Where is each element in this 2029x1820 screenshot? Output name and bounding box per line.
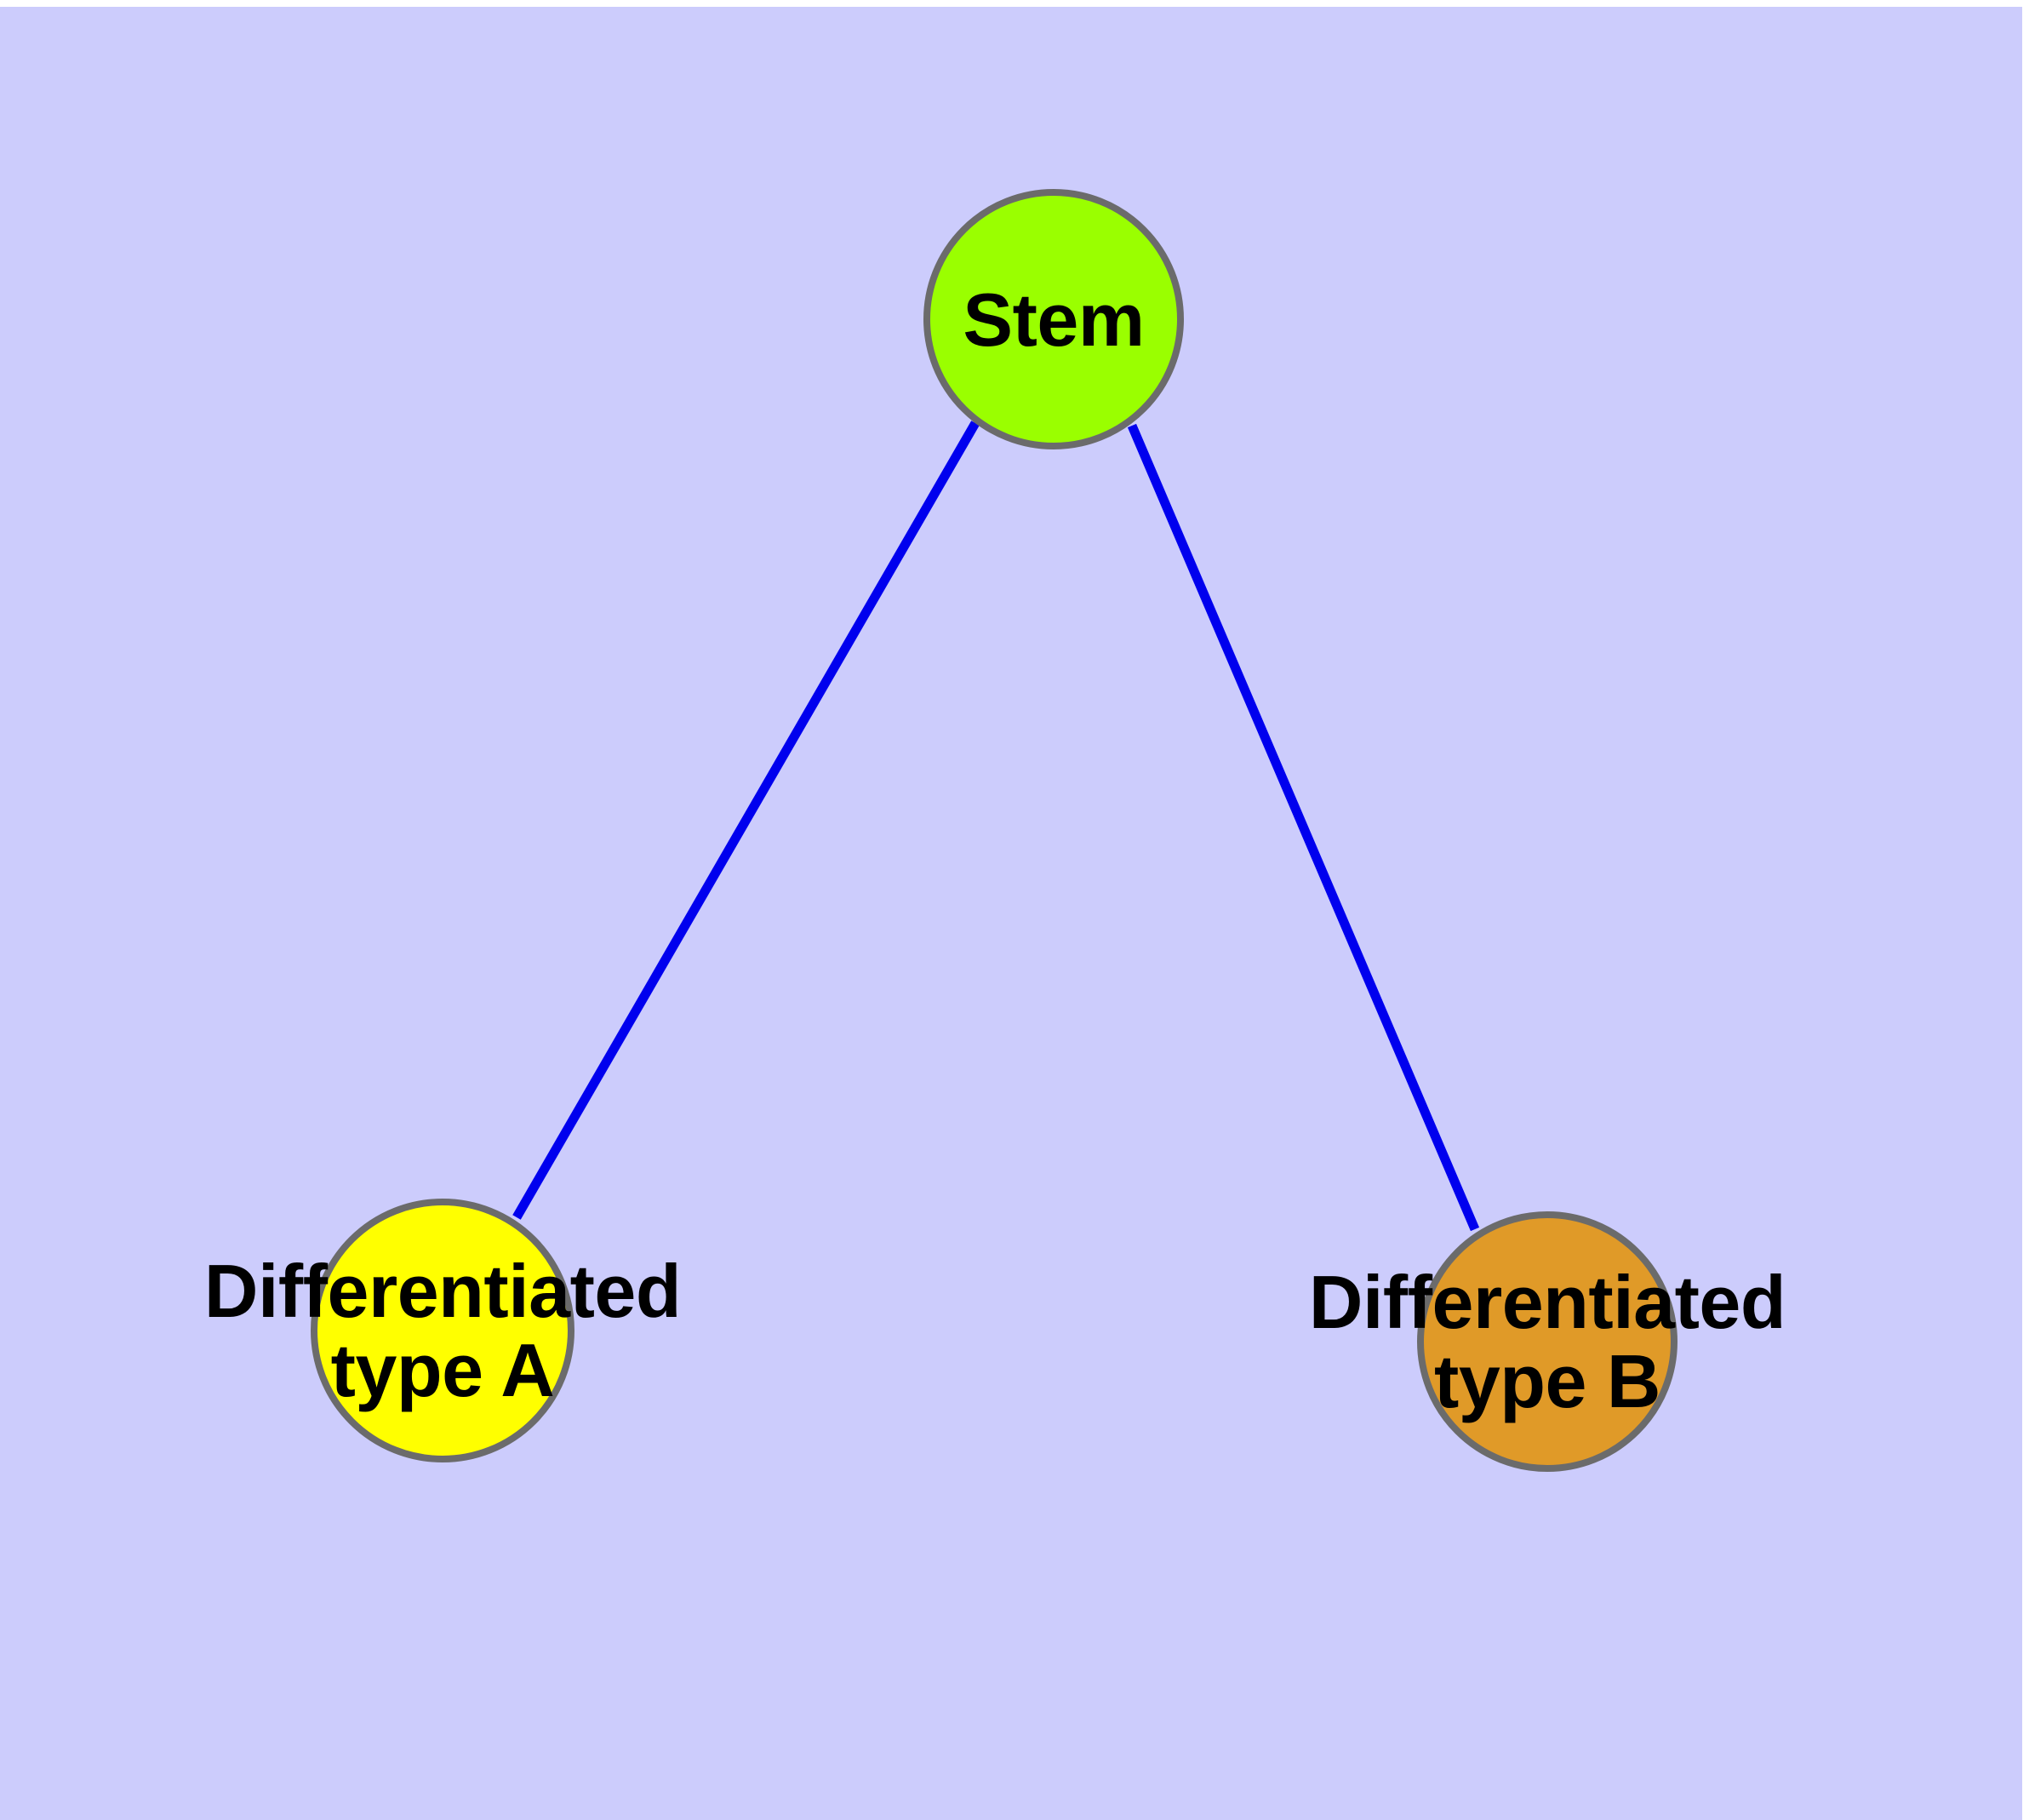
node-differentiated-type-b[interactable] [1417,1211,1677,1472]
edge-stem-to-diff-a [512,421,980,1220]
node-stem[interactable] [923,189,1184,449]
edge-stem-to-diff-b [1127,423,1480,1232]
node-differentiated-type-a[interactable] [311,1199,574,1462]
